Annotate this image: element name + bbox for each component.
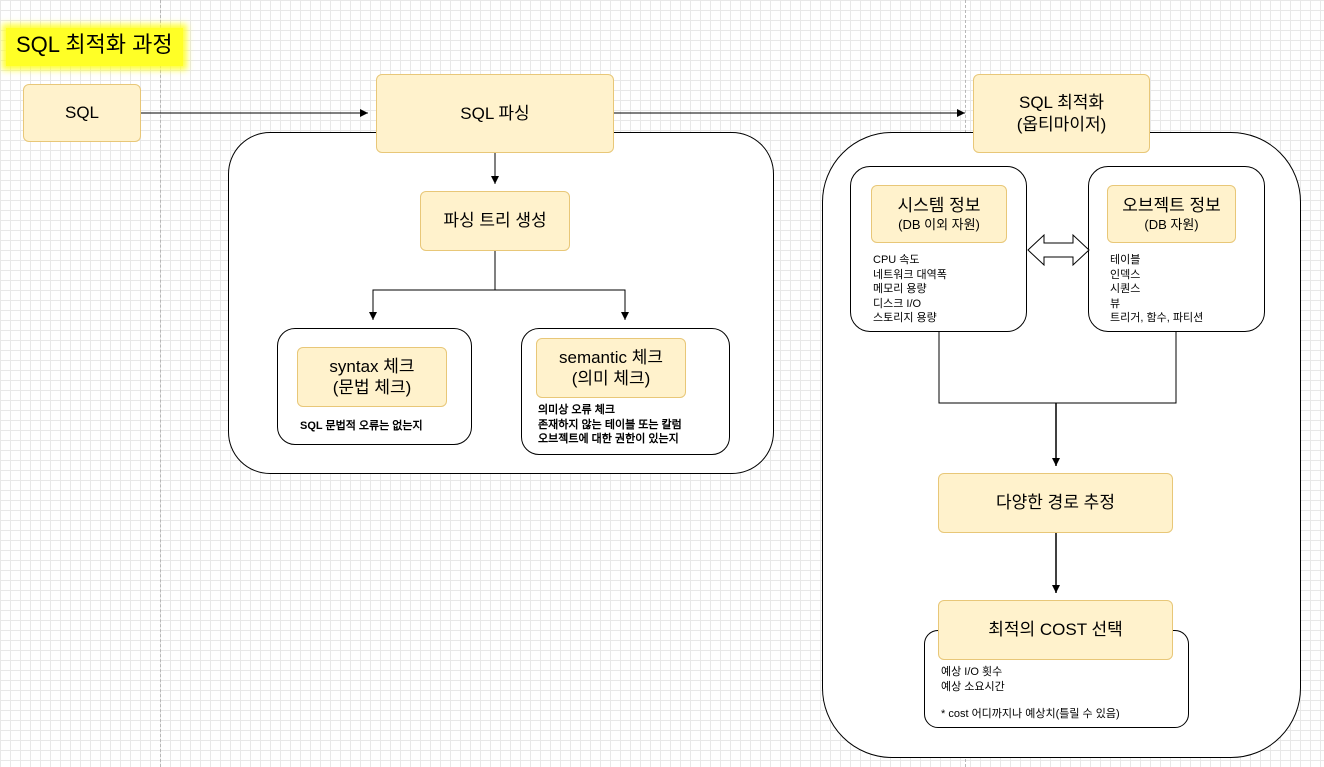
object-info-sublabel: (DB 자원) — [1144, 216, 1199, 232]
semantic-check-notes: 의미상 오류 체크 존재하지 않는 테이블 또는 칼럼 오브젝트에 대한 권한이… — [538, 403, 682, 447]
semantic-check-node[interactable]: semantic 체크 (의미 체크) — [536, 338, 686, 398]
cost-note: 예상 소요시간 — [941, 680, 1005, 693]
edge-tree-to-semantic — [495, 289, 629, 320]
system-info-item: 메모리 용량 — [873, 283, 927, 295]
sql-optimizer-node[interactable]: SQL 최적화 (옵티마이저) — [973, 74, 1150, 153]
system-info-node[interactable]: 시스템 정보 (DB 이외 자원) — [871, 185, 1007, 243]
sql-node-label: SQL — [64, 103, 100, 123]
page-guide-line — [160, 0, 161, 767]
parse-tree-label: 파싱 트리 생성 — [443, 211, 547, 231]
syntax-check-sublabel: (문법 체크) — [332, 378, 412, 397]
syntax-check-notes: SQL 문법적 오류는 없는지 — [300, 419, 423, 434]
bidirectional-arrow — [1027, 233, 1090, 267]
system-info-item: 네트워크 대역폭 — [873, 268, 947, 281]
optimal-cost-node[interactable]: 최적의 COST 선택 — [938, 600, 1173, 660]
semantic-note: 존재하지 않는 테이블 또는 칼럼 — [538, 418, 682, 431]
object-info-node[interactable]: 오브젝트 정보 (DB 자원) — [1107, 185, 1236, 243]
system-info-list: CPU 속도 네트워크 대역폭 메모리 용량 디스크 I/O 스토리지 용량 — [873, 253, 947, 326]
semantic-check-label: semantic 체크 — [558, 347, 664, 367]
system-info-item: 디스크 I/O — [873, 297, 922, 310]
semantic-check-sublabel: (의미 체크) — [571, 369, 651, 388]
system-info-sublabel: (DB 이외 자원) — [898, 216, 980, 232]
optimal-cost-label: 최적의 COST 선택 — [988, 620, 1123, 640]
sql-optimizer-sublabel: (옵티마이저) — [1016, 114, 1107, 134]
syntax-check-label: syntax 체크 — [329, 356, 415, 376]
cost-note: 예상 I/O 횟수 — [941, 666, 1003, 678]
cost-footnote: * cost 어디까지나 예상치(틀릴 수 있음) — [941, 708, 1120, 720]
object-info-item: 트리거, 함수, 파티션 — [1110, 312, 1204, 324]
parse-tree-node[interactable]: 파싱 트리 생성 — [420, 191, 570, 251]
sql-node[interactable]: SQL — [23, 84, 141, 142]
path-estimation-node[interactable]: 다양한 경로 추정 — [938, 473, 1173, 533]
semantic-note: 오브젝트에 대한 권한이 있는지 — [538, 433, 679, 445]
edge-info-merge — [938, 332, 1177, 404]
object-info-item: 뷰 — [1110, 297, 1121, 310]
page-title: SQL 최적화 과정 — [6, 28, 183, 66]
sql-parsing-label: SQL 파싱 — [460, 103, 530, 123]
path-estimation-label: 다양한 경로 추정 — [996, 493, 1115, 513]
sql-optimizer-label: SQL 최적화 — [1018, 93, 1105, 113]
cost-notes: 예상 I/O 횟수 예상 소요시간 * cost 어디까지나 예상치(틀릴 수 … — [941, 665, 1120, 722]
object-info-item: 인덱스 — [1110, 268, 1141, 281]
system-info-item: 스토리지 용량 — [873, 312, 937, 324]
semantic-note: 의미상 오류 체크 — [538, 404, 615, 416]
object-info-label: 오브젝트 정보 — [1122, 196, 1221, 216]
system-info-label: 시스템 정보 — [897, 196, 981, 216]
syntax-check-node[interactable]: syntax 체크 (문법 체크) — [297, 347, 447, 407]
system-info-item: CPU 속도 — [873, 254, 920, 266]
sql-parsing-node[interactable]: SQL 파싱 — [376, 74, 614, 153]
object-info-item: 테이블 — [1110, 254, 1141, 266]
object-info-item: 시퀀스 — [1110, 283, 1141, 295]
edge-tree-branches — [369, 251, 496, 320]
object-info-list: 테이블 인덱스 시퀀스 뷰 트리거, 함수, 파티션 — [1110, 253, 1203, 326]
syntax-note: SQL 문법적 오류는 없는지 — [300, 420, 423, 432]
